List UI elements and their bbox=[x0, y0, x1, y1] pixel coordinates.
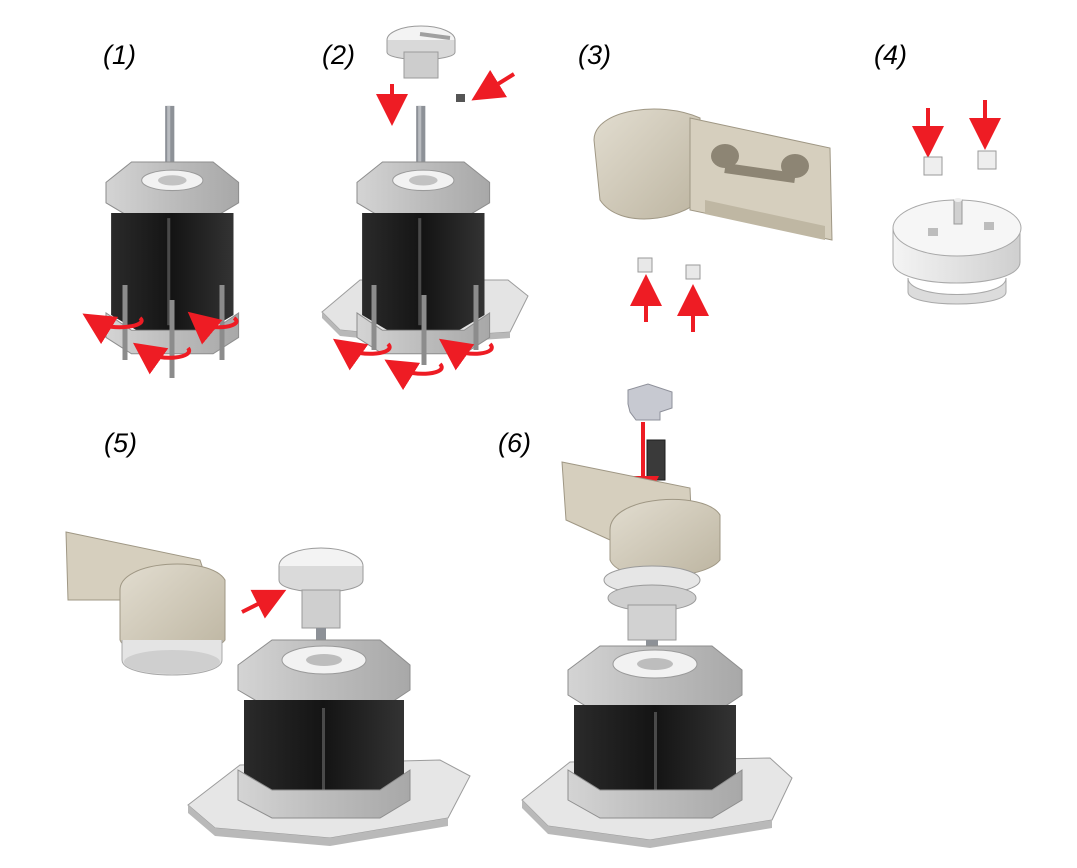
step-3-magnets bbox=[637, 257, 701, 280]
step-5-motor bbox=[237, 639, 411, 819]
step-4-cap-part bbox=[892, 198, 1022, 305]
step-2-arrows bbox=[376, 69, 516, 126]
step-3-arrows bbox=[630, 274, 709, 332]
step-6-motor bbox=[567, 645, 743, 819]
step-2-set-screw bbox=[456, 94, 465, 102]
step-6-label: (6) bbox=[498, 428, 531, 458]
step-2-group: (2) bbox=[321, 25, 529, 391]
step-4-magnets bbox=[923, 150, 997, 176]
step-2-label: (2) bbox=[322, 40, 355, 70]
step-5-housing bbox=[65, 531, 226, 676]
step-6-group: (6) bbox=[498, 383, 793, 848]
step-2-coupler bbox=[386, 25, 456, 79]
step-5-label: (5) bbox=[104, 428, 137, 458]
step-1-rotate-arrows bbox=[82, 311, 239, 375]
step-1-label: (1) bbox=[103, 40, 136, 70]
step-3-group: (3) bbox=[578, 40, 833, 332]
step-6-coupler-stack bbox=[603, 565, 701, 658]
step-6-housing bbox=[561, 461, 721, 578]
step-1-group: (1) bbox=[82, 40, 240, 378]
step-5-coupler bbox=[278, 547, 364, 650]
step-2-rotate-arrows bbox=[332, 338, 494, 391]
step-4-arrows bbox=[912, 100, 1001, 158]
step-6-clip-part bbox=[627, 383, 673, 481]
step-5-group: (5) bbox=[65, 428, 471, 846]
step-2-screws bbox=[371, 285, 479, 365]
step-4-label: (4) bbox=[874, 40, 907, 70]
step-3-housing bbox=[593, 108, 833, 241]
step-3-label: (3) bbox=[578, 40, 611, 70]
step-5-arrow bbox=[241, 589, 287, 619]
step-4-group: (4) bbox=[874, 40, 1022, 305]
